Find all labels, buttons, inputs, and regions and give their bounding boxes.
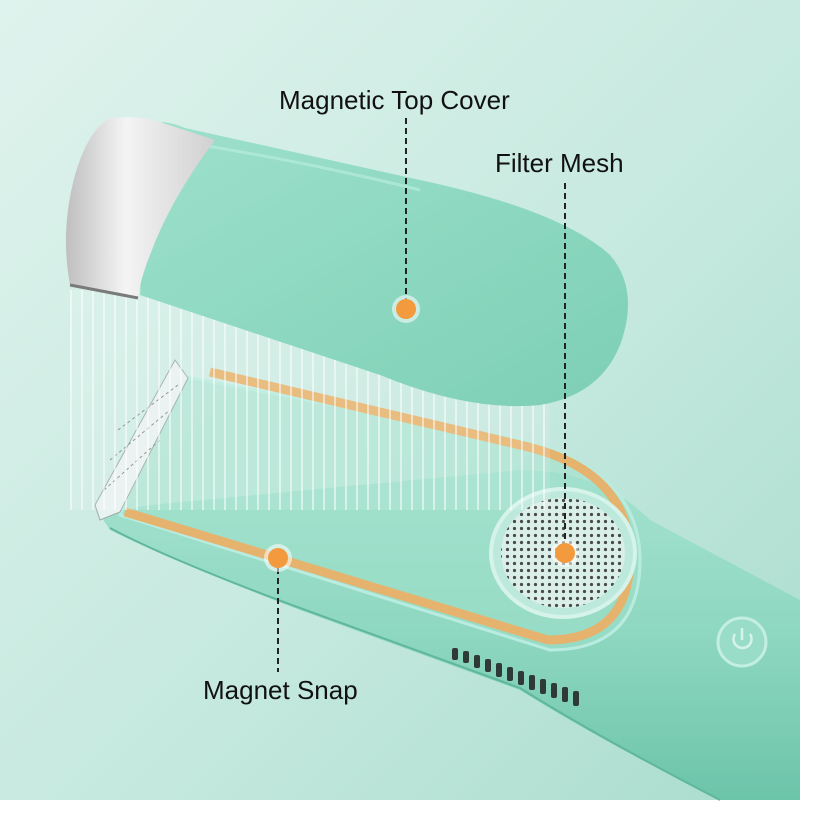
label-magnet-snap: Magnet Snap — [203, 675, 358, 705]
silver-cap — [66, 117, 215, 298]
marker-magnet-snap — [268, 548, 288, 568]
power-button — [716, 616, 768, 668]
label-magnetic-top-cover: Magnetic Top Cover — [279, 85, 510, 115]
marker-filter-mesh — [555, 543, 575, 563]
label-filter-mesh: Filter Mesh — [495, 148, 624, 178]
body-edge-shadow — [109, 527, 721, 801]
vent-slots — [452, 648, 579, 706]
bottom-border — [0, 800, 814, 814]
power-icon — [732, 633, 753, 650]
cap-edge — [69, 283, 139, 300]
right-border — [800, 0, 814, 814]
marker-top-cover — [396, 299, 416, 319]
top-cover — [140, 122, 628, 407]
